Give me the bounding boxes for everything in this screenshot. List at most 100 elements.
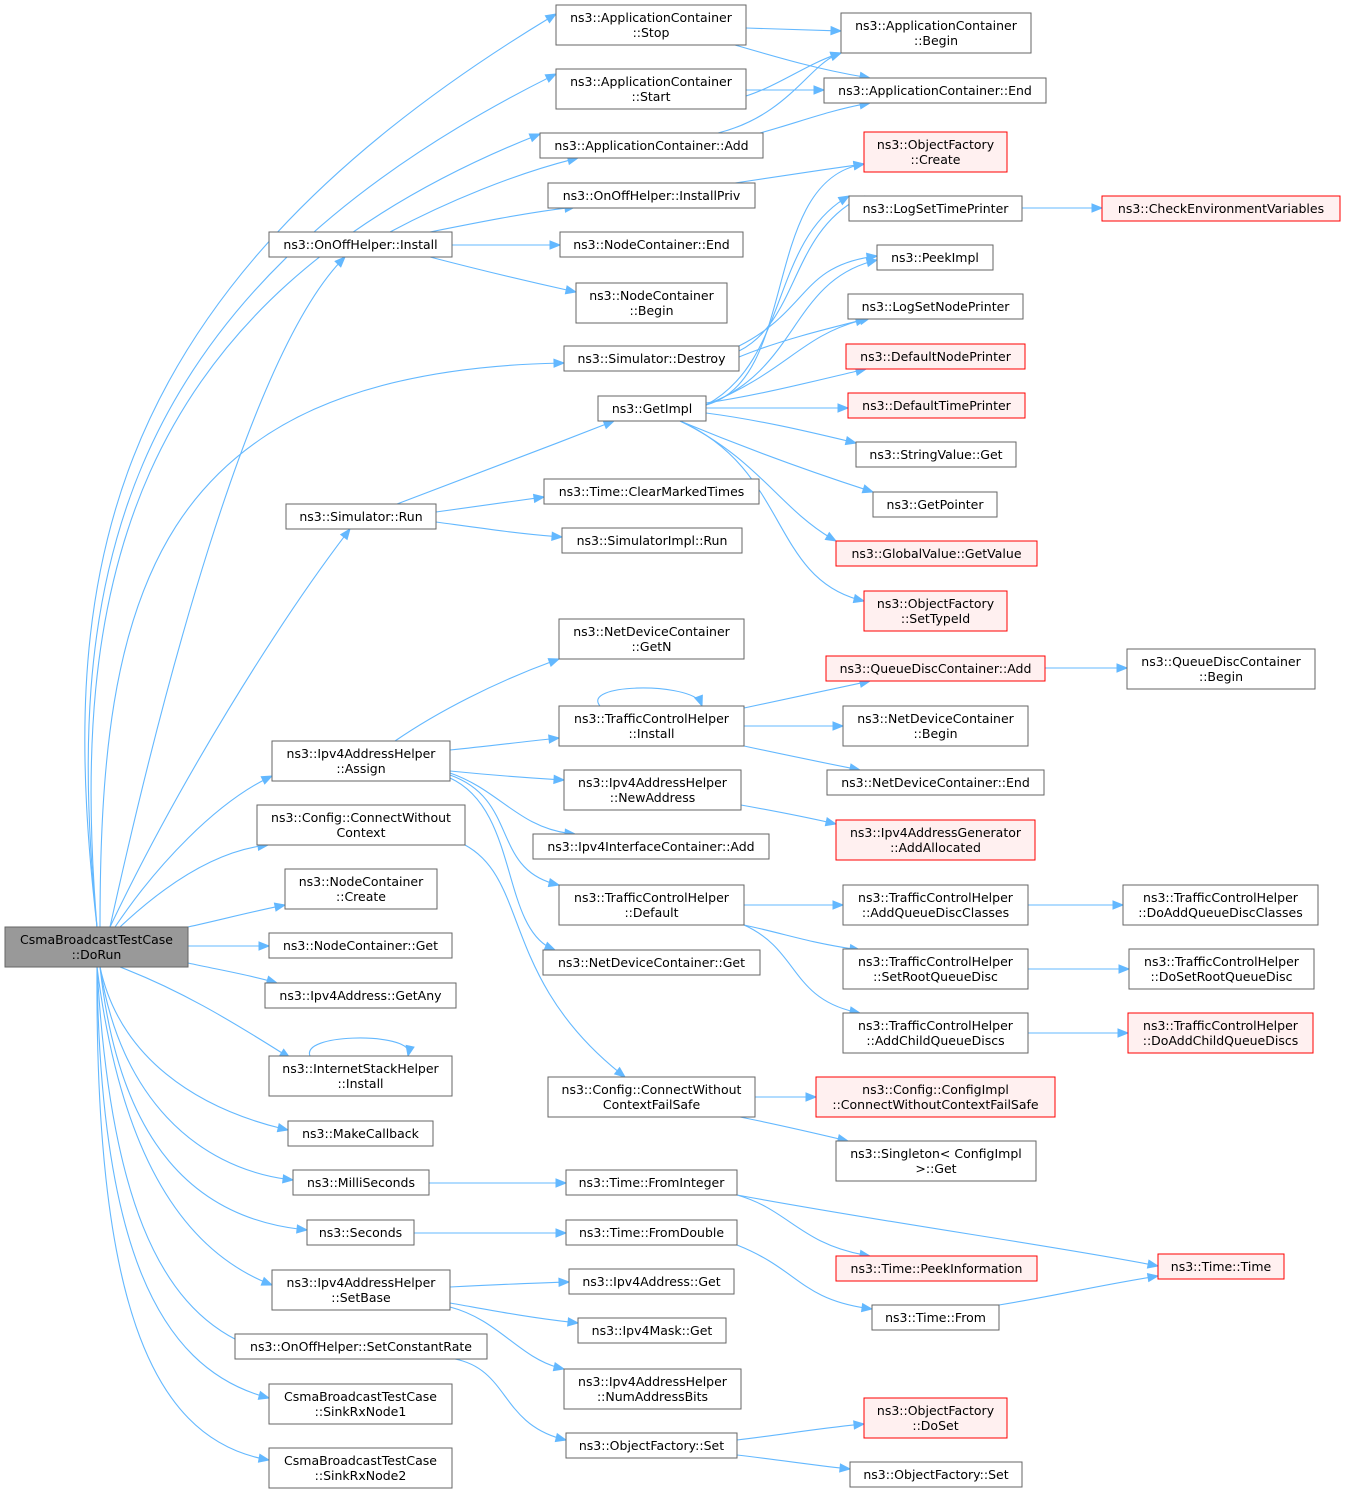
node-default-time[interactable]: ns3::DefaultTimePrinter (847, 392, 1026, 419)
node-time-frominteger[interactable]: ns3::Time::FromInteger (565, 1169, 738, 1196)
node-ndc-get[interactable]: ns3::NetDeviceContainer::Get (542, 949, 761, 976)
node-logset-node[interactable]: ns3::LogSetNodePrinter (847, 293, 1024, 320)
node-label: ns3::TrafficControlHelper (574, 890, 730, 905)
node-label: ::ConnectWithoutContextFailSafe (832, 1097, 1039, 1112)
node-time-from[interactable]: ns3::Time::From (871, 1304, 1000, 1331)
edge-line (705, 259, 878, 406)
edge-ac_add-to-ac_begin (717, 52, 843, 134)
node-root[interactable]: CsmaBroadcastTestCase::DoRun (4, 926, 189, 968)
edge-time_fromdouble-to-time_from (736, 1244, 874, 1313)
edge-line (429, 256, 577, 293)
node-of-doset[interactable]: ns3::ObjectFactory::DoSet (863, 1397, 1008, 1439)
node-qdc-begin[interactable]: ns3::QueueDiscContainer::Begin (1126, 648, 1316, 690)
node-ndc-end[interactable]: ns3::NetDeviceContainer::End (826, 769, 1045, 796)
node-getimpl[interactable]: ns3::GetImpl (597, 395, 707, 422)
node-time-time[interactable]: ns3::Time::Time (1157, 1253, 1285, 1280)
node-config-cwc[interactable]: ns3::Config::ConnectWithoutContext (256, 804, 466, 846)
node-label: ns3::SimulatorImpl::Run (577, 533, 728, 548)
edge-line (736, 1194, 871, 1257)
node-time-peekinfo[interactable]: ns3::Time::PeekInformation (835, 1255, 1038, 1282)
node-nc-begin[interactable]: ns3::NodeContainer::Begin (575, 282, 728, 324)
node-ipv4ag-addalloc[interactable]: ns3::Ipv4AddressGenerator::AddAllocated (835, 819, 1036, 861)
edge-arrowhead (276, 1123, 290, 1133)
node-label: ::Default (624, 905, 678, 920)
node-label: >::Get (915, 1161, 956, 1176)
edge-arrowhead (551, 531, 564, 541)
node-ac-stop[interactable]: ns3::ApplicationContainer::Stop (555, 4, 747, 46)
node-nc-get[interactable]: ns3::NodeContainer::Get (268, 932, 453, 959)
node-default-node[interactable]: ns3::DefaultNodePrinter (845, 343, 1026, 370)
node-label: ::NewAddress (610, 790, 695, 805)
node-check-env[interactable]: ns3::CheckEnvironmentVariables (1101, 195, 1341, 222)
edge-arrowhead (260, 775, 274, 785)
node-of-settypeid[interactable]: ns3::ObjectFactory::SetTypeId (863, 590, 1008, 632)
node-sink1[interactable]: CsmaBroadcastTestCase::SinkRxNode1 (268, 1383, 453, 1425)
node-logset-time[interactable]: ns3::LogSetTimePrinter (848, 195, 1023, 222)
node-onoff-setconst[interactable]: ns3::OnOffHelper::SetConstantRate (234, 1333, 488, 1360)
node-stringvalue-get[interactable]: ns3::StringValue::Get (855, 441, 1017, 468)
node-ndc-begin[interactable]: ns3::NetDeviceContainer::Begin (842, 705, 1029, 747)
edge-line (705, 195, 850, 406)
node-ndc-getn[interactable]: ns3::NetDeviceContainer::GetN (558, 618, 745, 660)
node-tch-dosetroot[interactable]: ns3::TrafficControlHelper::DoSetRootQueu… (1128, 948, 1315, 990)
node-label: ns3::Time::Time (1171, 1259, 1272, 1274)
node-ipv4ah-newaddr[interactable]: ns3::Ipv4AddressHelper::NewAddress (563, 769, 742, 811)
edge-arrowhead (544, 13, 558, 24)
node-of-set2[interactable]: ns3::ObjectFactory::Set (849, 1461, 1023, 1488)
node-ipv4ah-assign[interactable]: ns3::Ipv4AddressHelper::Assign (271, 740, 451, 782)
node-ipv4ah-numbits[interactable]: ns3::Ipv4AddressHelper::NumAddressBits (563, 1368, 742, 1410)
node-sim-run[interactable]: ns3::Simulator::Run (285, 503, 437, 530)
node-tch-addqdc[interactable]: ns3::TrafficControlHelper::AddQueueDiscC… (842, 884, 1029, 926)
edge-onoff_installpriv-to-of_create (734, 160, 866, 184)
node-singleton-get[interactable]: ns3::Singleton< ConfigImpl>::Get (835, 1140, 1037, 1182)
node-ac-add[interactable]: ns3::ApplicationContainer::Add (539, 132, 764, 159)
node-seconds[interactable]: ns3::Seconds (306, 1219, 415, 1246)
node-ipv4mask-get[interactable]: ns3::Ipv4Mask::Get (577, 1317, 727, 1344)
edge-line (435, 521, 563, 538)
node-tch-install[interactable]: ns3::TrafficControlHelper::Install (558, 705, 745, 747)
node-box (848, 195, 1023, 222)
node-of-create[interactable]: ns3::ObjectFactory::Create (863, 131, 1008, 173)
node-sink2[interactable]: CsmaBroadcastTestCase::SinkRxNode2 (268, 1447, 453, 1489)
node-label: ns3::TrafficControlHelper (1143, 890, 1299, 905)
node-milliseconds[interactable]: ns3::MilliSeconds (292, 1169, 430, 1196)
node-getpointer[interactable]: ns3::GetPointer (872, 491, 998, 518)
node-qdc-add[interactable]: ns3::QueueDiscContainer::Add (825, 655, 1046, 682)
node-ipv4a-getany[interactable]: ns3::Ipv4Address::GetAny (264, 982, 457, 1009)
node-ipv4ah-setbase[interactable]: ns3::Ipv4AddressHelper::SetBase (271, 1269, 451, 1311)
node-simimpl-run[interactable]: ns3::SimulatorImpl::Run (561, 527, 743, 554)
edge-arrowhead (852, 593, 866, 604)
node-time-fromdouble[interactable]: ns3::Time::FromDouble (565, 1219, 738, 1246)
edge-ipv4ah_assign-to-ndc_getn (394, 658, 561, 742)
node-tch-doaddqdc[interactable]: ns3::TrafficControlHelper::DoAddQueueDis… (1122, 884, 1319, 926)
node-ipv4a-get[interactable]: ns3::Ipv4Address::Get (568, 1268, 735, 1295)
node-ish-install[interactable]: ns3::InternetStackHelper::Install (268, 1055, 453, 1097)
node-makecallback[interactable]: ns3::MakeCallback (287, 1120, 434, 1147)
node-ac-start[interactable]: ns3::ApplicationContainer::Start (555, 68, 747, 110)
node-label: ::Install (337, 1076, 383, 1091)
node-label: ns3::Time::FromInteger (579, 1175, 726, 1190)
node-of-set[interactable]: ns3::ObjectFactory::Set (565, 1432, 738, 1459)
edge-of_set-to-of_doset (736, 1420, 866, 1441)
node-onoff-installpriv[interactable]: ns3::OnOffHelper::InstallPriv (547, 182, 756, 209)
node-tch-setroot[interactable]: ns3::TrafficControlHelper::SetRootQueueD… (842, 948, 1029, 990)
node-config-cwcfs[interactable]: ns3::Config::ConnectWithoutContextFailSa… (547, 1076, 756, 1118)
node-nc-create[interactable]: ns3::NodeContainer::Create (284, 868, 438, 910)
node-tch-default[interactable]: ns3::TrafficControlHelper::Default (558, 884, 745, 926)
node-sim-destroy[interactable]: ns3::Simulator::Destroy (563, 345, 740, 372)
node-ac-end[interactable]: ns3::ApplicationContainer::End (823, 77, 1047, 104)
node-time-clear[interactable]: ns3::Time::ClearMarkedTimes (543, 478, 760, 505)
node-tch-addchild[interactable]: ns3::TrafficControlHelper::AddChildQueue… (842, 1012, 1029, 1054)
node-tch-doaddchild[interactable]: ns3::TrafficControlHelper::DoAddChildQue… (1127, 1012, 1314, 1054)
node-ipv4ic-add[interactable]: ns3::Ipv4InterfaceContainer::Add (532, 833, 770, 860)
node-peekimpl[interactable]: ns3::PeekImpl (876, 244, 994, 271)
edge-line (90, 133, 541, 928)
edge-line (187, 904, 286, 928)
node-nc-end[interactable]: ns3::NodeContainer::End (559, 231, 744, 258)
node-configimpl-cwcfs[interactable]: ns3::Config::ConfigImpl::ConnectWithoutC… (815, 1076, 1056, 1118)
node-gv-getvalue[interactable]: ns3::GlobalValue::GetValue (835, 540, 1038, 567)
node-ac-begin[interactable]: ns3::ApplicationContainer::Begin (840, 12, 1032, 54)
edge-arrowhead (813, 85, 826, 95)
edge-arrowhead (1116, 663, 1129, 673)
node-onoff-install[interactable]: ns3::OnOffHelper::Install (268, 231, 453, 258)
